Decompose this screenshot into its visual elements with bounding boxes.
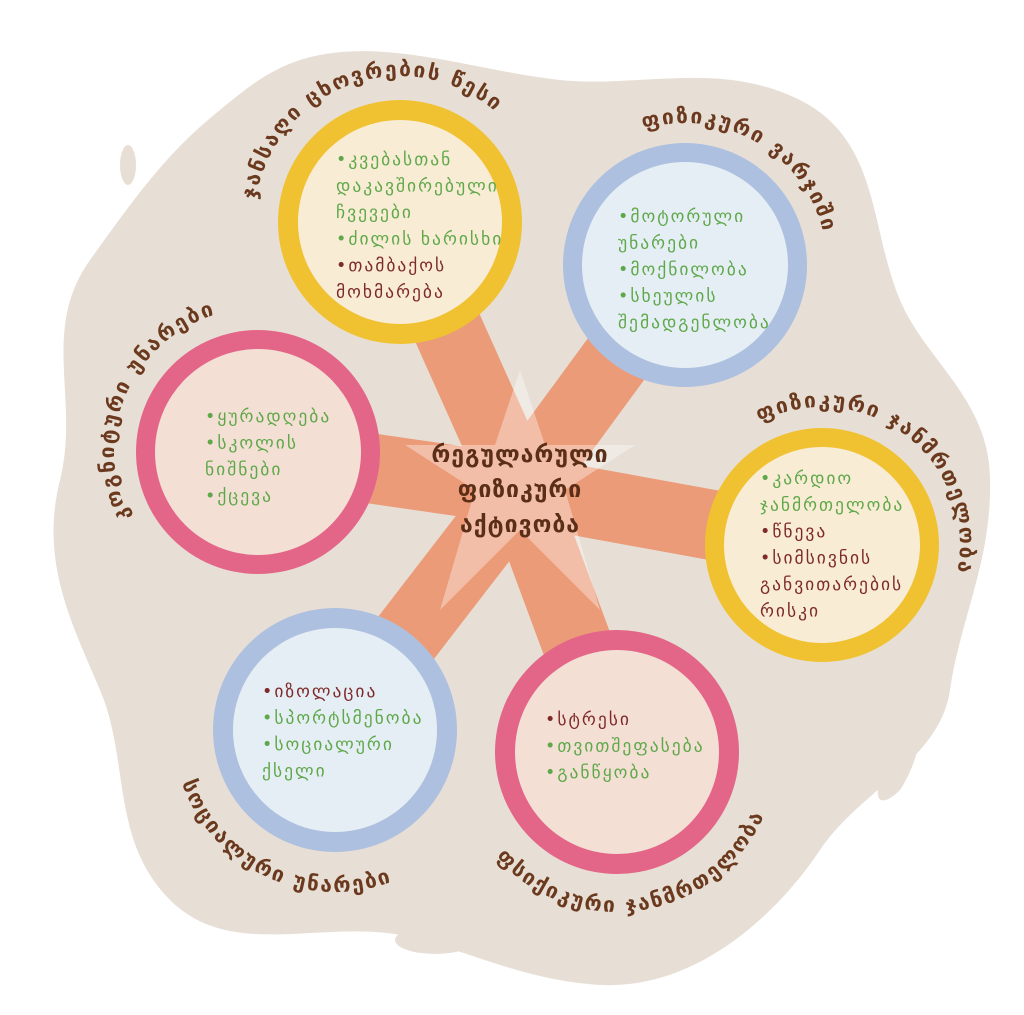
list-item-line: ჩვევები — [336, 203, 413, 223]
list-item-line: •სხეულის — [618, 287, 717, 307]
list-item-line: •თამბაქოს — [336, 256, 446, 276]
center-line: აქტივობა — [460, 512, 580, 538]
list-item-line: •მოტორული — [618, 206, 745, 227]
topic-circle: ჯანსაღი ცხოვრების წესი•კვებასთანდაკავშირ… — [237, 57, 522, 344]
list-item-line: •იზოლაცია — [262, 682, 377, 702]
list-item-line: უნარები — [618, 233, 700, 254]
topic-circle: სოციალური უნარები•იზოლაცია•სპორტსმენობა•… — [177, 608, 457, 897]
center-label: რეგულარული ფიზიკური აქტივობა — [431, 442, 608, 538]
list-item-line: დაკავშირებული — [336, 176, 499, 197]
list-item-line: •ძილის ხარისხი — [336, 229, 503, 250]
center-line: ფიზიკური — [458, 477, 582, 503]
circle-fill — [582, 162, 788, 368]
list-item-line: •ქცევა — [205, 487, 273, 507]
list-item-line: •სპორტსმენობა — [262, 708, 424, 729]
list-item-line: •თვითშეფასება — [545, 737, 705, 757]
circle-fill — [155, 349, 361, 555]
center-star — [405, 370, 635, 610]
list-item-line: •სტრესი — [545, 709, 631, 730]
circle-fill — [515, 650, 719, 854]
list-item-line: •კარდიო — [760, 468, 853, 489]
circle-fill — [233, 628, 437, 832]
list-item-line: •მოქნილობა — [618, 260, 749, 280]
list-item-line: ნიშნები — [205, 460, 282, 480]
list-item-line: •სიმსივნის — [760, 549, 872, 569]
list-item-line: განვითარების — [760, 574, 903, 595]
list-item-line: რისკი — [760, 601, 820, 622]
circle-fill — [298, 120, 502, 324]
list-item-line: •კვებასთან — [336, 150, 452, 170]
list-item-line: •განწყობა — [545, 763, 651, 783]
list-item-line: •სკოლის — [205, 434, 298, 454]
list-item-line: •წნევა — [760, 522, 827, 542]
center-line: რეგულარული — [431, 442, 608, 468]
list-item-line: •ყურადღება — [205, 406, 331, 427]
list-item-line: •სოციალური — [262, 734, 394, 755]
circle-fill — [724, 447, 920, 643]
list-item-line: შემადგენლობა — [618, 313, 771, 333]
list-item-line: ჯანმრთელობა — [760, 495, 904, 516]
list-item-line: მოხმარება — [336, 282, 445, 303]
list-item-line: ქსელი — [262, 762, 327, 782]
